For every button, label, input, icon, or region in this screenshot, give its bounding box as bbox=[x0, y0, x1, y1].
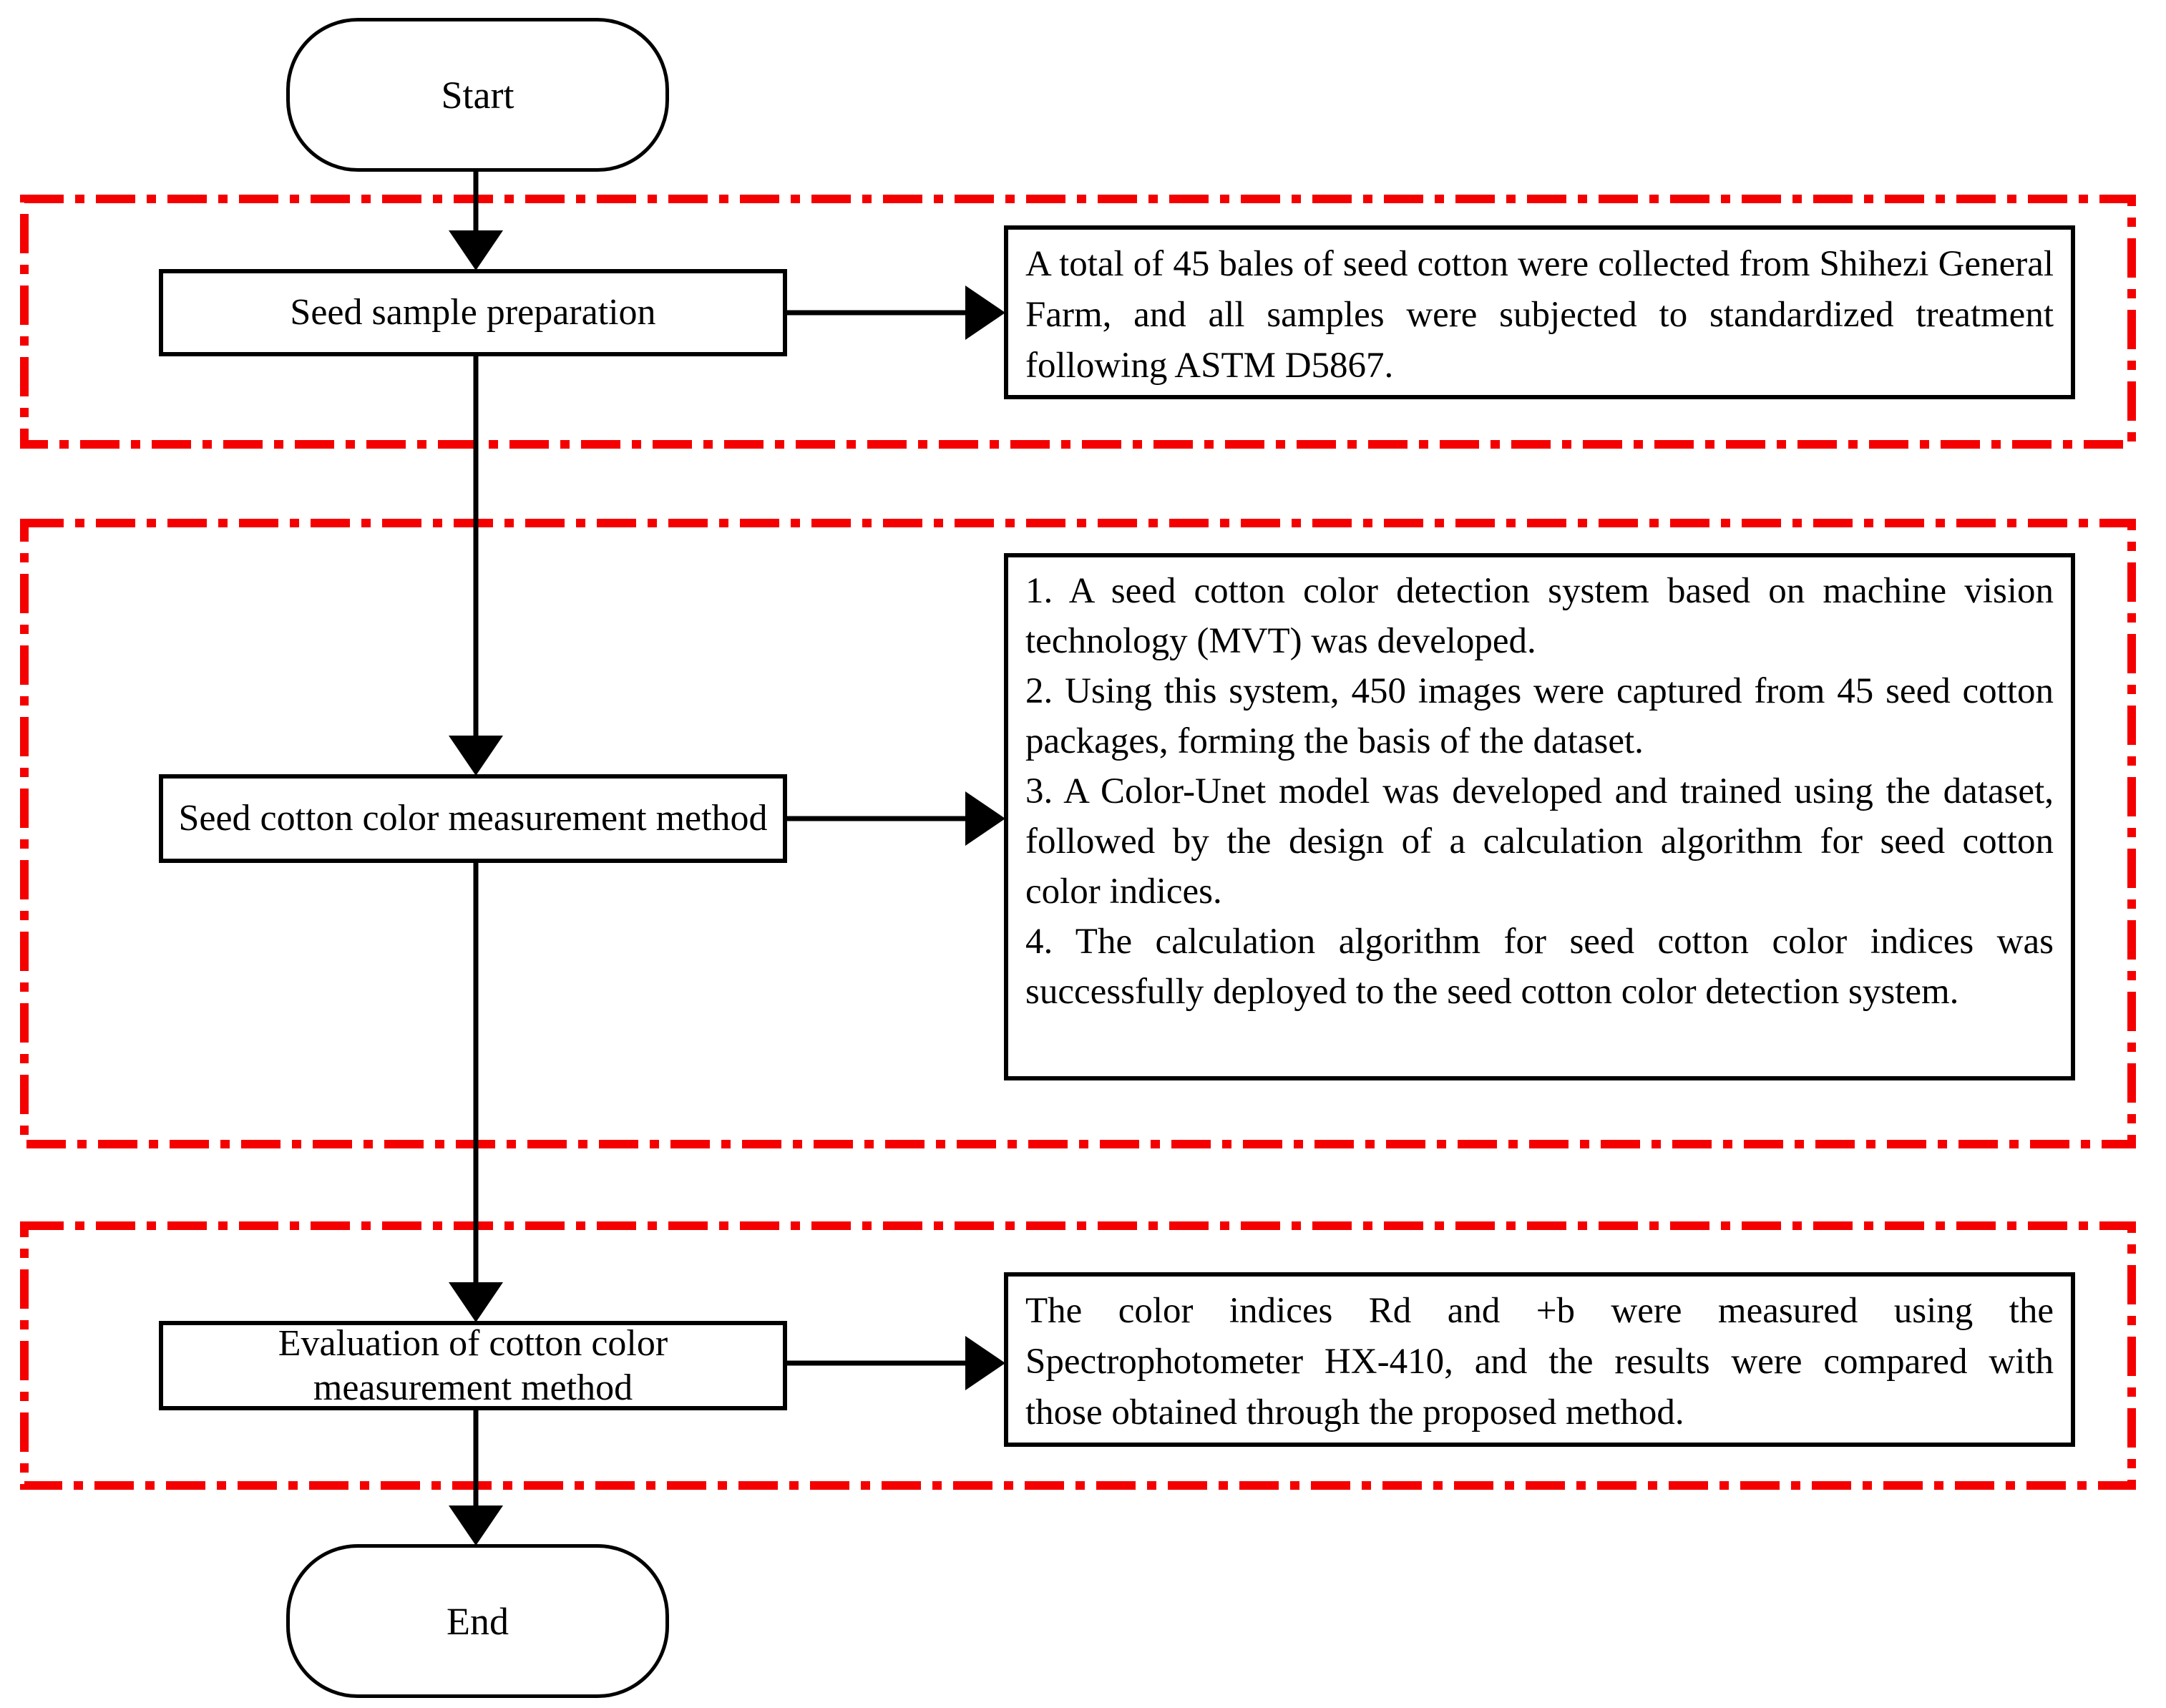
note-evaluation: The color indices Rd and +b were measure… bbox=[1004, 1272, 2075, 1447]
step-seed-cotton-color-measurement-method: Seed cotton color measurement method bbox=[159, 774, 787, 863]
arrowhead-note2 bbox=[965, 791, 1005, 846]
phase-3-boundary bbox=[20, 1221, 2136, 1490]
phase-2-boundary bbox=[20, 519, 2136, 1148]
step-label: Seed sample preparation bbox=[290, 292, 656, 333]
step-seed-sample-preparation: Seed sample preparation bbox=[159, 269, 787, 356]
end-node: End bbox=[286, 1544, 669, 1698]
step-label: Evaluation of cotton color measurement m… bbox=[278, 1322, 668, 1408]
note-paragraph: 3. A Color-Unet model was developed and … bbox=[1025, 771, 2054, 912]
note-paragraph: 4. The calculation algorithm for seed co… bbox=[1025, 922, 2054, 1012]
note-sample-preparation: A total of 45 bales of seed cotton were … bbox=[1004, 225, 2075, 399]
note-paragraph: The color indices Rd and +b were measure… bbox=[1025, 1291, 2054, 1433]
step-evaluation-of-cotton-color-measurement-method: Evaluation of cotton color measurement m… bbox=[159, 1321, 787, 1410]
arrowhead-note1 bbox=[965, 286, 1005, 340]
arrowhead-end bbox=[449, 1506, 503, 1546]
note-paragraph: A total of 45 bales of seed cotton were … bbox=[1025, 244, 2054, 386]
step-label: Seed cotton color measurement method bbox=[178, 798, 768, 839]
arrowhead-note3 bbox=[965, 1336, 1005, 1390]
start-node: Start bbox=[286, 18, 669, 172]
note-paragraph: 1. A seed cotton color detection system … bbox=[1025, 571, 2054, 661]
note-paragraph: 2. Using this system, 450 images were ca… bbox=[1025, 671, 2054, 761]
arrowhead-step1 bbox=[449, 230, 503, 270]
end-label: End bbox=[447, 1599, 509, 1643]
note-measurement-method: 1. A seed cotton color detection system … bbox=[1004, 553, 2075, 1080]
start-label: Start bbox=[441, 73, 514, 117]
arrowhead-step2 bbox=[449, 736, 503, 776]
phase-1-boundary bbox=[20, 195, 2136, 449]
arrowhead-step3 bbox=[449, 1282, 503, 1322]
